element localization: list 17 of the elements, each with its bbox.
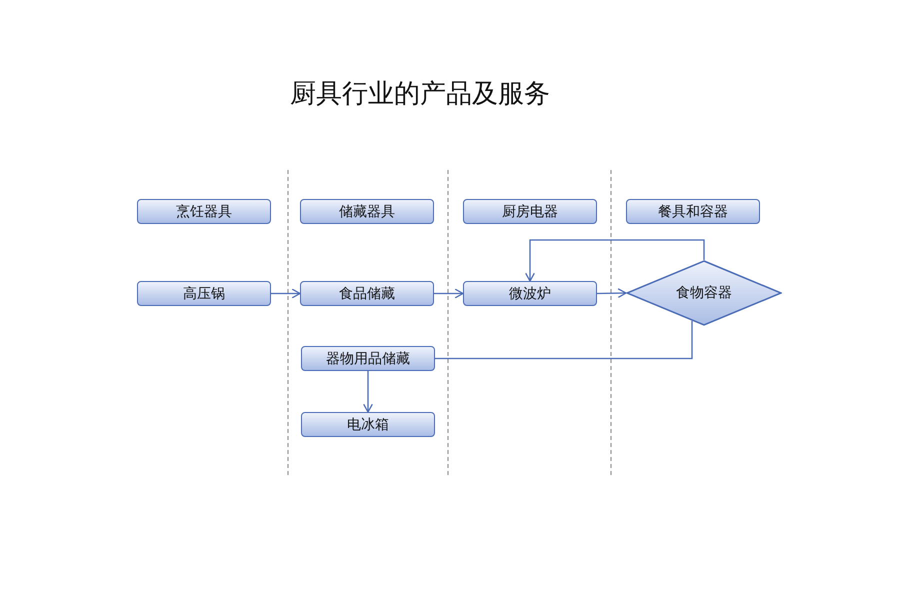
arrow xyxy=(596,288,627,298)
arrow xyxy=(271,288,301,299)
title: 厨具行业的产品及服务 xyxy=(290,78,550,111)
process-box: 食品储藏 xyxy=(300,281,434,306)
process-box: 储藏器具 xyxy=(300,199,434,224)
process-box: 高压锅 xyxy=(137,281,271,306)
process-box: 器物用品储藏 xyxy=(301,346,435,371)
decision-diamond: 食物容器 xyxy=(626,260,782,326)
process-box: 烹饪器具 xyxy=(137,199,271,224)
process-box: 电冰箱 xyxy=(301,412,435,437)
process-box: 餐具和容器 xyxy=(626,199,760,224)
process-box: 微波炉 xyxy=(463,281,597,306)
connector-line xyxy=(435,320,693,360)
arrow xyxy=(524,239,705,282)
arrow xyxy=(434,288,464,299)
process-box: 厨房电器 xyxy=(463,199,597,224)
arrow xyxy=(362,371,374,413)
